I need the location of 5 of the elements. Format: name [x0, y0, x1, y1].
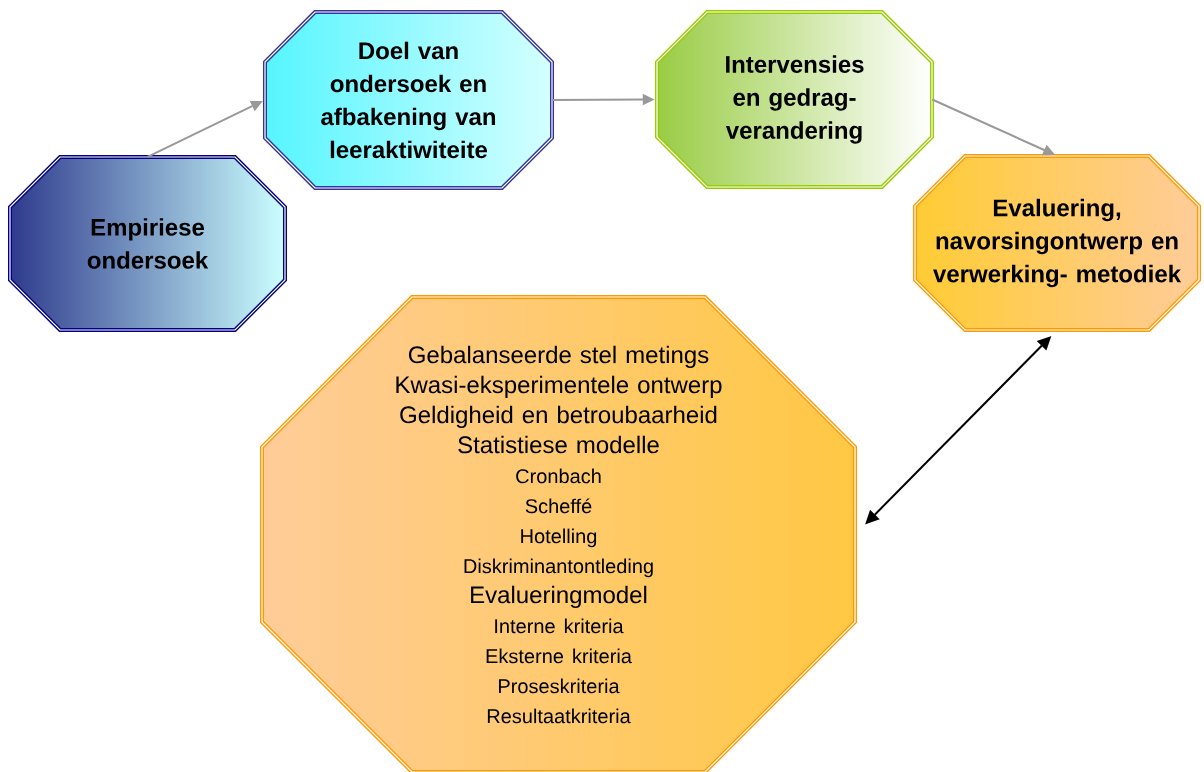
octagon-box: Empiriese ondersoek — [8, 155, 287, 332]
octagon-box: Doel van ondersoek en afbakening van leeraktiwiteite — [263, 10, 554, 190]
octagon-box: Gebalanseerde stel metings Kwasi-eksperimentele ontwerp Geldigheid en betroubaarheid Statistiese modelle Cronbach Scheffé Hotelling Diskriminantontleding Evalueringmodel Interne kriteria Eksterne kriteria Proseskriteria Resultaatkriteria — [260, 295, 857, 772]
octagon-box: Evaluering, navorsingontwerp en verwerking- metodiek — [913, 154, 1201, 332]
octagon-box: Intervensies en gedrag- verandering — [655, 10, 934, 189]
